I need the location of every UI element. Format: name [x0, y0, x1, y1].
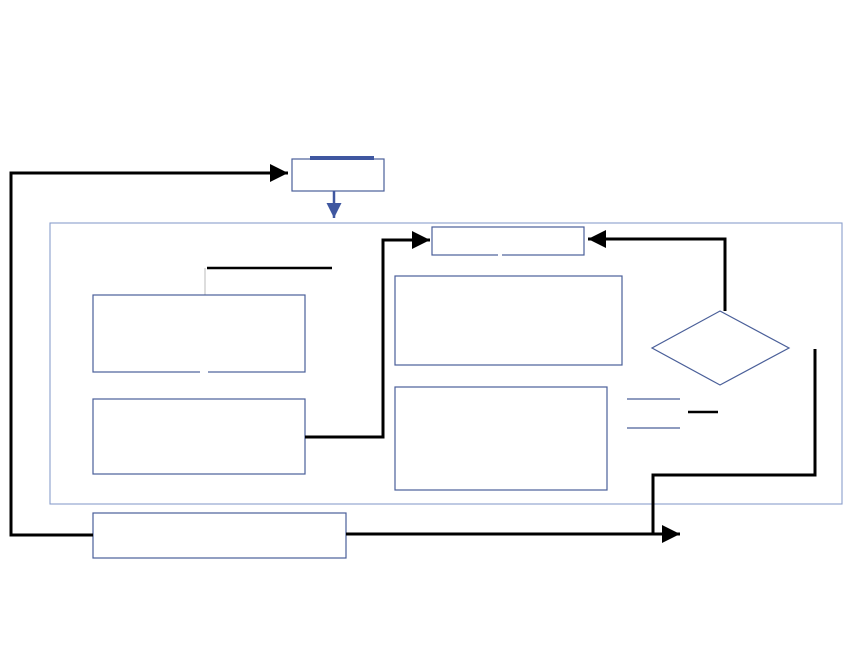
node-center-upper	[394, 275, 623, 366]
node-bottom	[92, 512, 347, 559]
node-top-center	[431, 226, 585, 256]
node-left-upper	[92, 294, 306, 374]
node-center-lower	[394, 386, 608, 491]
edge-decision-to-top-center	[588, 230, 727, 311]
node-start	[291, 156, 385, 192]
process-container	[49, 222, 843, 505]
start-accent-bar	[310, 156, 374, 160]
edge-left-lower-to-top-center	[305, 231, 430, 439]
edge-decision-right-down	[651, 349, 817, 534]
node-left-lower	[92, 398, 306, 475]
node-decision	[650, 310, 791, 386]
edge-bottom-to-start	[9, 164, 288, 537]
